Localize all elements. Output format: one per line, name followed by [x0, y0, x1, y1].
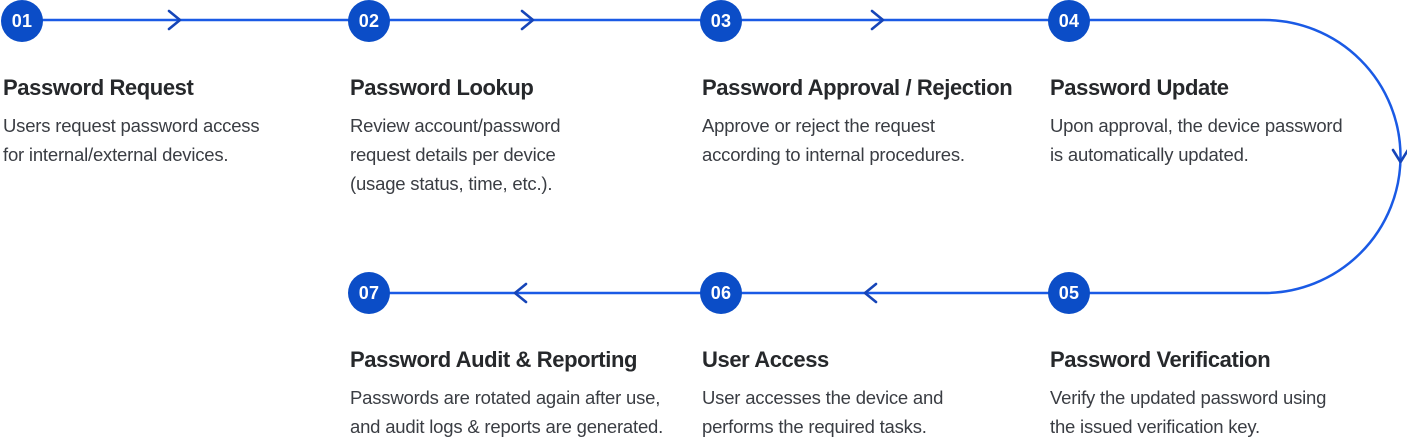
arrow-left-icon [863, 282, 878, 304]
arrow-right-icon [520, 9, 535, 31]
step-title: Password Update [1050, 75, 1229, 100]
step-password-update: 04 Password Update Upon approval, the de… [1048, 0, 1402, 169]
step-password-lookup: 02 Password Lookup Review account/passwo… [348, 0, 702, 198]
arrow-left-icon [513, 282, 528, 304]
step-description: User accesses the device and performs th… [702, 387, 944, 437]
step-description: Passwords are rotated again after use, a… [350, 387, 664, 437]
step-password-audit-reporting: 07 Password Audit & Reporting Passwords … [348, 272, 702, 440]
step-number-badge: 07 [348, 272, 390, 314]
step-password-approval-rejection: 03 Password Approval / Rejection Approve… [700, 0, 1054, 169]
step-title: Password Audit & Reporting [350, 347, 638, 372]
arrow-right-icon [167, 9, 182, 31]
step-number-badge: 03 [700, 0, 742, 42]
step-title: Password Lookup [350, 75, 534, 100]
step-title: Password Verification [1050, 347, 1271, 372]
step-user-access: 06 User Access User accesses the device … [700, 272, 1054, 440]
flow-path [22, 18, 1402, 295]
step-password-verification: 05 Password Verification Verify the upda… [1048, 272, 1402, 440]
step-title: User Access [702, 347, 829, 372]
step-number-badge: 02 [348, 0, 390, 42]
step-number-badge: 06 [700, 272, 742, 314]
step-description: Approve or reject the request according … [702, 115, 965, 165]
step-password-request: 01 Password Request Users request passwo… [1, 0, 355, 169]
step-description: Verify the updated password using the is… [1050, 387, 1327, 437]
arrow-right-icon [870, 9, 885, 31]
step-title: Password Request [3, 75, 194, 100]
step-description: Users request password access for intern… [3, 115, 260, 165]
step-number-badge: 05 [1048, 272, 1090, 314]
step-number-badge: 04 [1048, 0, 1090, 42]
step-title: Password Approval / Rejection [702, 75, 1013, 100]
step-description: Upon approval, the device password is au… [1050, 115, 1343, 165]
step-description: Review account/password request details … [350, 115, 561, 194]
arrow-down-icon [1391, 148, 1407, 164]
step-number-badge: 01 [1, 0, 43, 42]
